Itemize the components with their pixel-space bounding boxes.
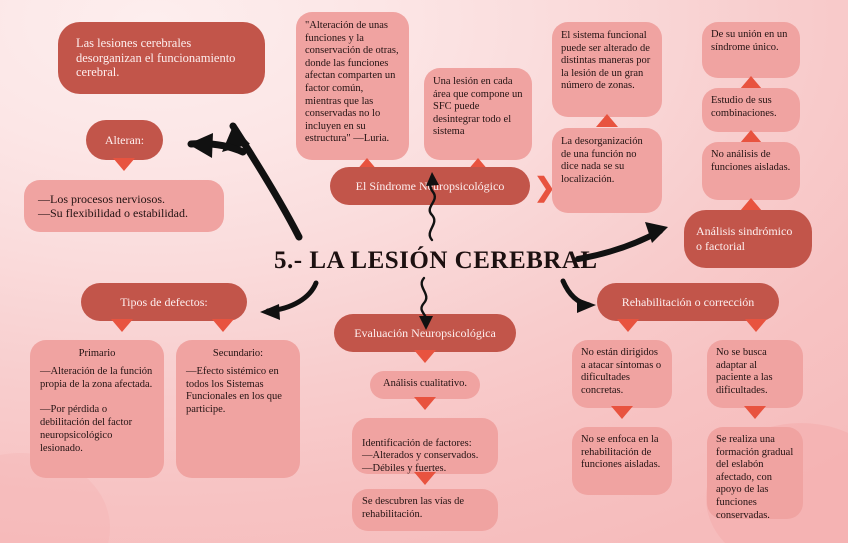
node-sfc[interactable]: Una lesión en cada área que compone un S…	[424, 68, 532, 160]
node-no-dirigidos-sintomas[interactable]: No están dirigidos a atacar síntomas o d…	[572, 340, 672, 408]
page-title: 5.- LA LESIÓN CEREBRAL	[274, 247, 598, 274]
node-vias-rehabilitacion-label: Se descubren las vías de rehabilitación.	[362, 496, 465, 520]
node-lesiones-cerebrales-label: Las lesiones cerebrales desorganizan el …	[76, 35, 236, 80]
arrow-title-to-factorial-head	[645, 222, 668, 243]
node-secundario-title: Secundario:	[212, 348, 264, 359]
node-identificacion-factores-label: Identificación de factores: —Alterados y…	[362, 437, 479, 474]
node-formacion-gradual-eslabon[interactable]: Se realiza una formación gradual del esl…	[707, 427, 803, 521]
arrow-title-to-tipos-defectos-shaft	[265, 280, 319, 314]
node-identificacion-factores[interactable]: Identificación de factores: —Alterados y…	[352, 418, 498, 474]
connector-evaluacion-to-analisis	[414, 350, 436, 363]
node-desorganizacion-funcion-label: La desorganización de una función no dic…	[561, 136, 643, 185]
node-procesos-nerviosos-label: —Los procesos nerviosos. —Su flexibilida…	[38, 191, 188, 220]
node-desorganizacion-funcion[interactable]: La desorganización de una función no dic…	[552, 128, 662, 213]
connector-rehab-to-right-top	[745, 319, 767, 332]
connector-identificacion-to-vias	[414, 472, 436, 485]
node-union-sindrome-unico-label: De su unión en un síndrome único.	[711, 29, 788, 53]
node-analisis-sindromico-label: Análisis sindrómico o factorial	[696, 224, 793, 253]
node-alteran[interactable]: Alteran:	[86, 120, 163, 160]
node-estudio-combinaciones-label: Estudio de sus combinaciones.	[711, 95, 777, 119]
node-no-adaptar-paciente[interactable]: No se busca adaptar al paciente a las di…	[707, 340, 803, 408]
connector-desorganizacion-to-sistema	[596, 114, 618, 127]
node-no-enfoca-funciones-aisladas[interactable]: No se enfoca en la rehabilitación de fun…	[572, 427, 672, 495]
node-rehabilitacion-correccion[interactable]: Rehabilitación o corrección	[597, 283, 779, 321]
node-primario-title: Primario	[78, 348, 116, 359]
node-procesos-nerviosos[interactable]: —Los procesos nerviosos. —Su flexibilida…	[24, 180, 224, 232]
node-estudio-combinaciones[interactable]: Estudio de sus combinaciones.	[702, 88, 800, 132]
node-sindrome-neuropsicologico-label: El Síndrome Neuropsicológico	[355, 178, 505, 193]
arrow-title-to-rehabilitacion-head	[577, 298, 596, 313]
node-secundario-body: —Efecto sistémico en todos los Sistemas …	[186, 365, 282, 416]
node-lesiones-cerebrales[interactable]: Las lesiones cerebrales desorganizan el …	[58, 22, 265, 94]
node-primario[interactable]: Primario —Alteración de la función propi…	[30, 340, 164, 478]
node-alteran-label: Alteran:	[104, 132, 145, 147]
node-sfc-label: Una lesión en cada área que compone un S…	[433, 76, 523, 138]
node-luria-quote[interactable]: "Alteración de unas funciones y la conse…	[296, 12, 409, 160]
node-no-analisis-funciones-aisladas[interactable]: No análisis de funciones aisladas.	[702, 142, 800, 200]
connector-left-top-to-left-bottom	[611, 406, 633, 419]
node-rehabilitacion-correccion-label: Rehabilitación o corrección	[621, 294, 755, 309]
arrow-fork-to-alteran-head	[188, 133, 213, 158]
node-no-analisis-funciones-aisladas-label: No análisis de funciones aisladas.	[711, 149, 791, 173]
arrow-fork-to-alteran-shaft	[187, 140, 247, 156]
node-analisis-cualitativo[interactable]: Análisis cualitativo.	[370, 371, 480, 399]
node-analisis-cualitativo-label: Análisis cualitativo.	[383, 378, 467, 389]
node-sindrome-neuropsicologico[interactable]: El Síndrome Neuropsicológico	[330, 167, 530, 205]
connector-factorial-to-noanalisis	[740, 198, 762, 211]
node-no-enfoca-funciones-aisladas-label: No se enfoca en la rehabilitación de fun…	[581, 434, 661, 471]
node-no-dirigidos-sintomas-label: No están dirigidos a atacar síntomas o d…	[581, 347, 662, 396]
node-union-sindrome-unico[interactable]: De su unión en un síndrome único.	[702, 22, 800, 78]
node-formacion-gradual-eslabon-label: Se realiza una formación gradual del esl…	[716, 434, 794, 521]
connector-defectos-to-secundario	[212, 319, 234, 332]
connector-analisis-to-identificacion	[414, 397, 436, 410]
connector-alteran-to-effects	[113, 158, 135, 171]
node-no-adaptar-paciente-label: No se busca adaptar al paciente a las di…	[716, 347, 773, 396]
node-sistema-funcional-alterado-label: El sistema funcional puede ser alterado …	[561, 30, 651, 92]
arrow-title-to-rehabilitacion-shaft	[560, 278, 592, 308]
node-tipos-de-defectos-label: Tipos de defectos:	[120, 294, 208, 309]
node-tipos-de-defectos[interactable]: Tipos de defectos:	[81, 283, 247, 321]
arrow-title-to-lesiones-head	[222, 126, 250, 152]
connector-defectos-to-primario	[111, 319, 133, 332]
node-evaluacion-neuropsicologica-label: Evaluación Neuropsicológica	[354, 325, 496, 340]
node-sistema-funcional-alterado[interactable]: El sistema funcional puede ser alterado …	[552, 22, 662, 117]
arrow-title-to-tipos-defectos-head	[260, 304, 280, 320]
node-analisis-sindromico[interactable]: Análisis sindrómico o factorial	[684, 210, 812, 268]
node-primario-body: —Alteración de la función propia de la z…	[40, 365, 153, 454]
connector-rehab-to-left-top	[617, 319, 639, 332]
connector-noanalisis-to-estudio	[740, 130, 762, 143]
node-vias-rehabilitacion[interactable]: Se descubren las vías de rehabilitación.	[352, 489, 498, 531]
connector-right-top-to-right-bottom	[744, 406, 766, 419]
node-evaluacion-neuropsicologica[interactable]: Evaluación Neuropsicológica	[334, 314, 516, 352]
arrow-title-to-lesiones-shaft	[229, 122, 303, 241]
node-secundario[interactable]: Secundario: —Efecto sistémico en todos l…	[176, 340, 300, 478]
connector-estudio-to-union	[740, 76, 762, 89]
node-luria-quote-label: "Alteración de unas funciones y la conse…	[305, 20, 399, 145]
